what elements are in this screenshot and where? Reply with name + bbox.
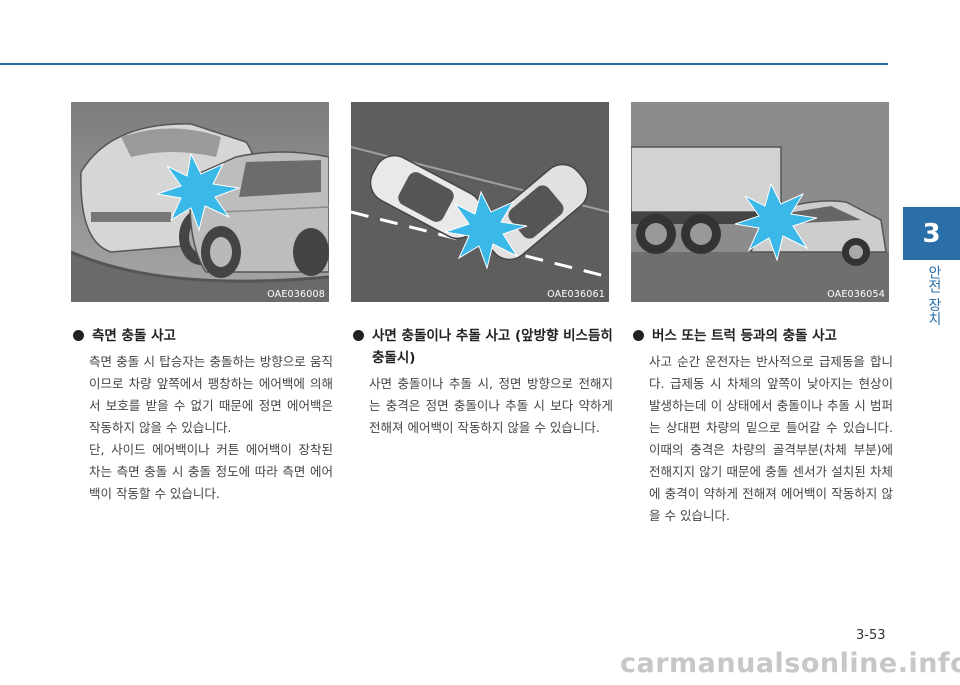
chapter-tab: 3: [903, 207, 960, 260]
section-side-collision: 측면 충돌 사고 측면 충돌 시 탑승자는 충돌하는 방향으로 움직이므로 차량…: [71, 325, 333, 505]
top-rule: [0, 63, 888, 65]
heading-text: 측면 충돌 사고: [92, 328, 176, 344]
chapter-number: 3: [922, 218, 941, 249]
paragraph: 측면 충돌 시 탑승자는 충돌하는 방향으로 움직이므로 차량 앞쪽에서 팽창하…: [89, 354, 333, 435]
paragraph: 단, 사이드 에어백이나 커튼 에어백이 장착된 차는 측면 충돌 시 충돌 정…: [89, 442, 333, 501]
bullet-icon: [73, 330, 84, 341]
section-body: 측면 충돌 시 탑승자는 충돌하는 방향으로 움직이므로 차량 앞쪽에서 팽창하…: [89, 351, 333, 505]
section-truck-collision: 버스 또는 트럭 등과의 충돌 사고 사고 순간 운전자는 반사적으로 급제동을…: [631, 325, 893, 527]
truck-collision-figure: OAE036054: [631, 102, 889, 302]
section-heading: 버스 또는 트럭 등과의 충돌 사고: [631, 325, 893, 347]
page-number: 3-53: [856, 628, 886, 643]
section-oblique-collision: 사면 충돌이나 추돌 사고 (앞방향 비스듬히 충돌시) 사면 충돌이나 추돌 …: [351, 325, 613, 439]
chapter-name: 안전 장치: [926, 265, 942, 326]
paragraph: 사면 충돌이나 추돌 시, 정면 방향으로 전해지는 충격은 정면 충돌이나 추…: [369, 376, 613, 435]
side-collision-illustration: [71, 102, 329, 302]
side-collision-figure: OAE036008: [71, 102, 329, 302]
truck-collision-illustration: [631, 102, 889, 302]
oblique-collision-illustration: [351, 102, 609, 302]
section-body: 사고 순간 운전자는 반사적으로 급제동을 합니다. 급제동 시 차체의 앞쪽이…: [649, 351, 893, 527]
section-heading: 사면 충돌이나 추돌 사고 (앞방향 비스듬히 충돌시): [351, 325, 613, 369]
heading-text: 사면 충돌이나 추돌 사고 (앞방향 비스듬히 충돌시): [372, 328, 613, 366]
figure-code: OAE036008: [267, 289, 325, 300]
heading-text: 버스 또는 트럭 등과의 충돌 사고: [652, 328, 837, 344]
figure-code: OAE036061: [547, 289, 605, 300]
oblique-collision-figure: OAE036061: [351, 102, 609, 302]
section-heading: 측면 충돌 사고: [71, 325, 333, 347]
figure-code: OAE036054: [827, 289, 885, 300]
section-body: 사면 충돌이나 추돌 시, 정면 방향으로 전해지는 충격은 정면 충돌이나 추…: [369, 373, 613, 439]
bullet-icon: [633, 330, 644, 341]
watermark: carmanualsonline.info: [620, 648, 960, 679]
paragraph: 사고 순간 운전자는 반사적으로 급제동을 합니다. 급제동 시 차체의 앞쪽이…: [649, 354, 893, 523]
bullet-icon: [353, 330, 364, 341]
